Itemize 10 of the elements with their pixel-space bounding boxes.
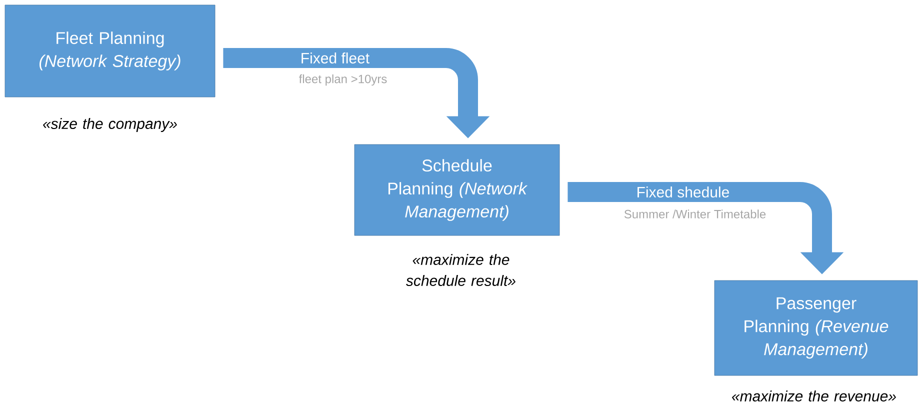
edge-label: Fixed shedule: [638, 186, 729, 198]
edge-label: Fixed fleet: [302, 52, 370, 64]
note-text: «maximize the revenue»: [732, 390, 896, 402]
note-text: «maximize the schedule result»: [406, 254, 516, 286]
sub-label: fleet plan >10yrs: [299, 74, 387, 86]
note-text: «size the company»: [43, 118, 177, 132]
sub-label: Summer /Winter Timetable: [624, 210, 766, 218]
process-box: Passenger Planning (Revenue Management): [714, 280, 918, 376]
process-box: Schedule Planning (Network Management): [354, 144, 560, 236]
process-box: Fleet Planning (Network Strategy): [4, 4, 216, 98]
